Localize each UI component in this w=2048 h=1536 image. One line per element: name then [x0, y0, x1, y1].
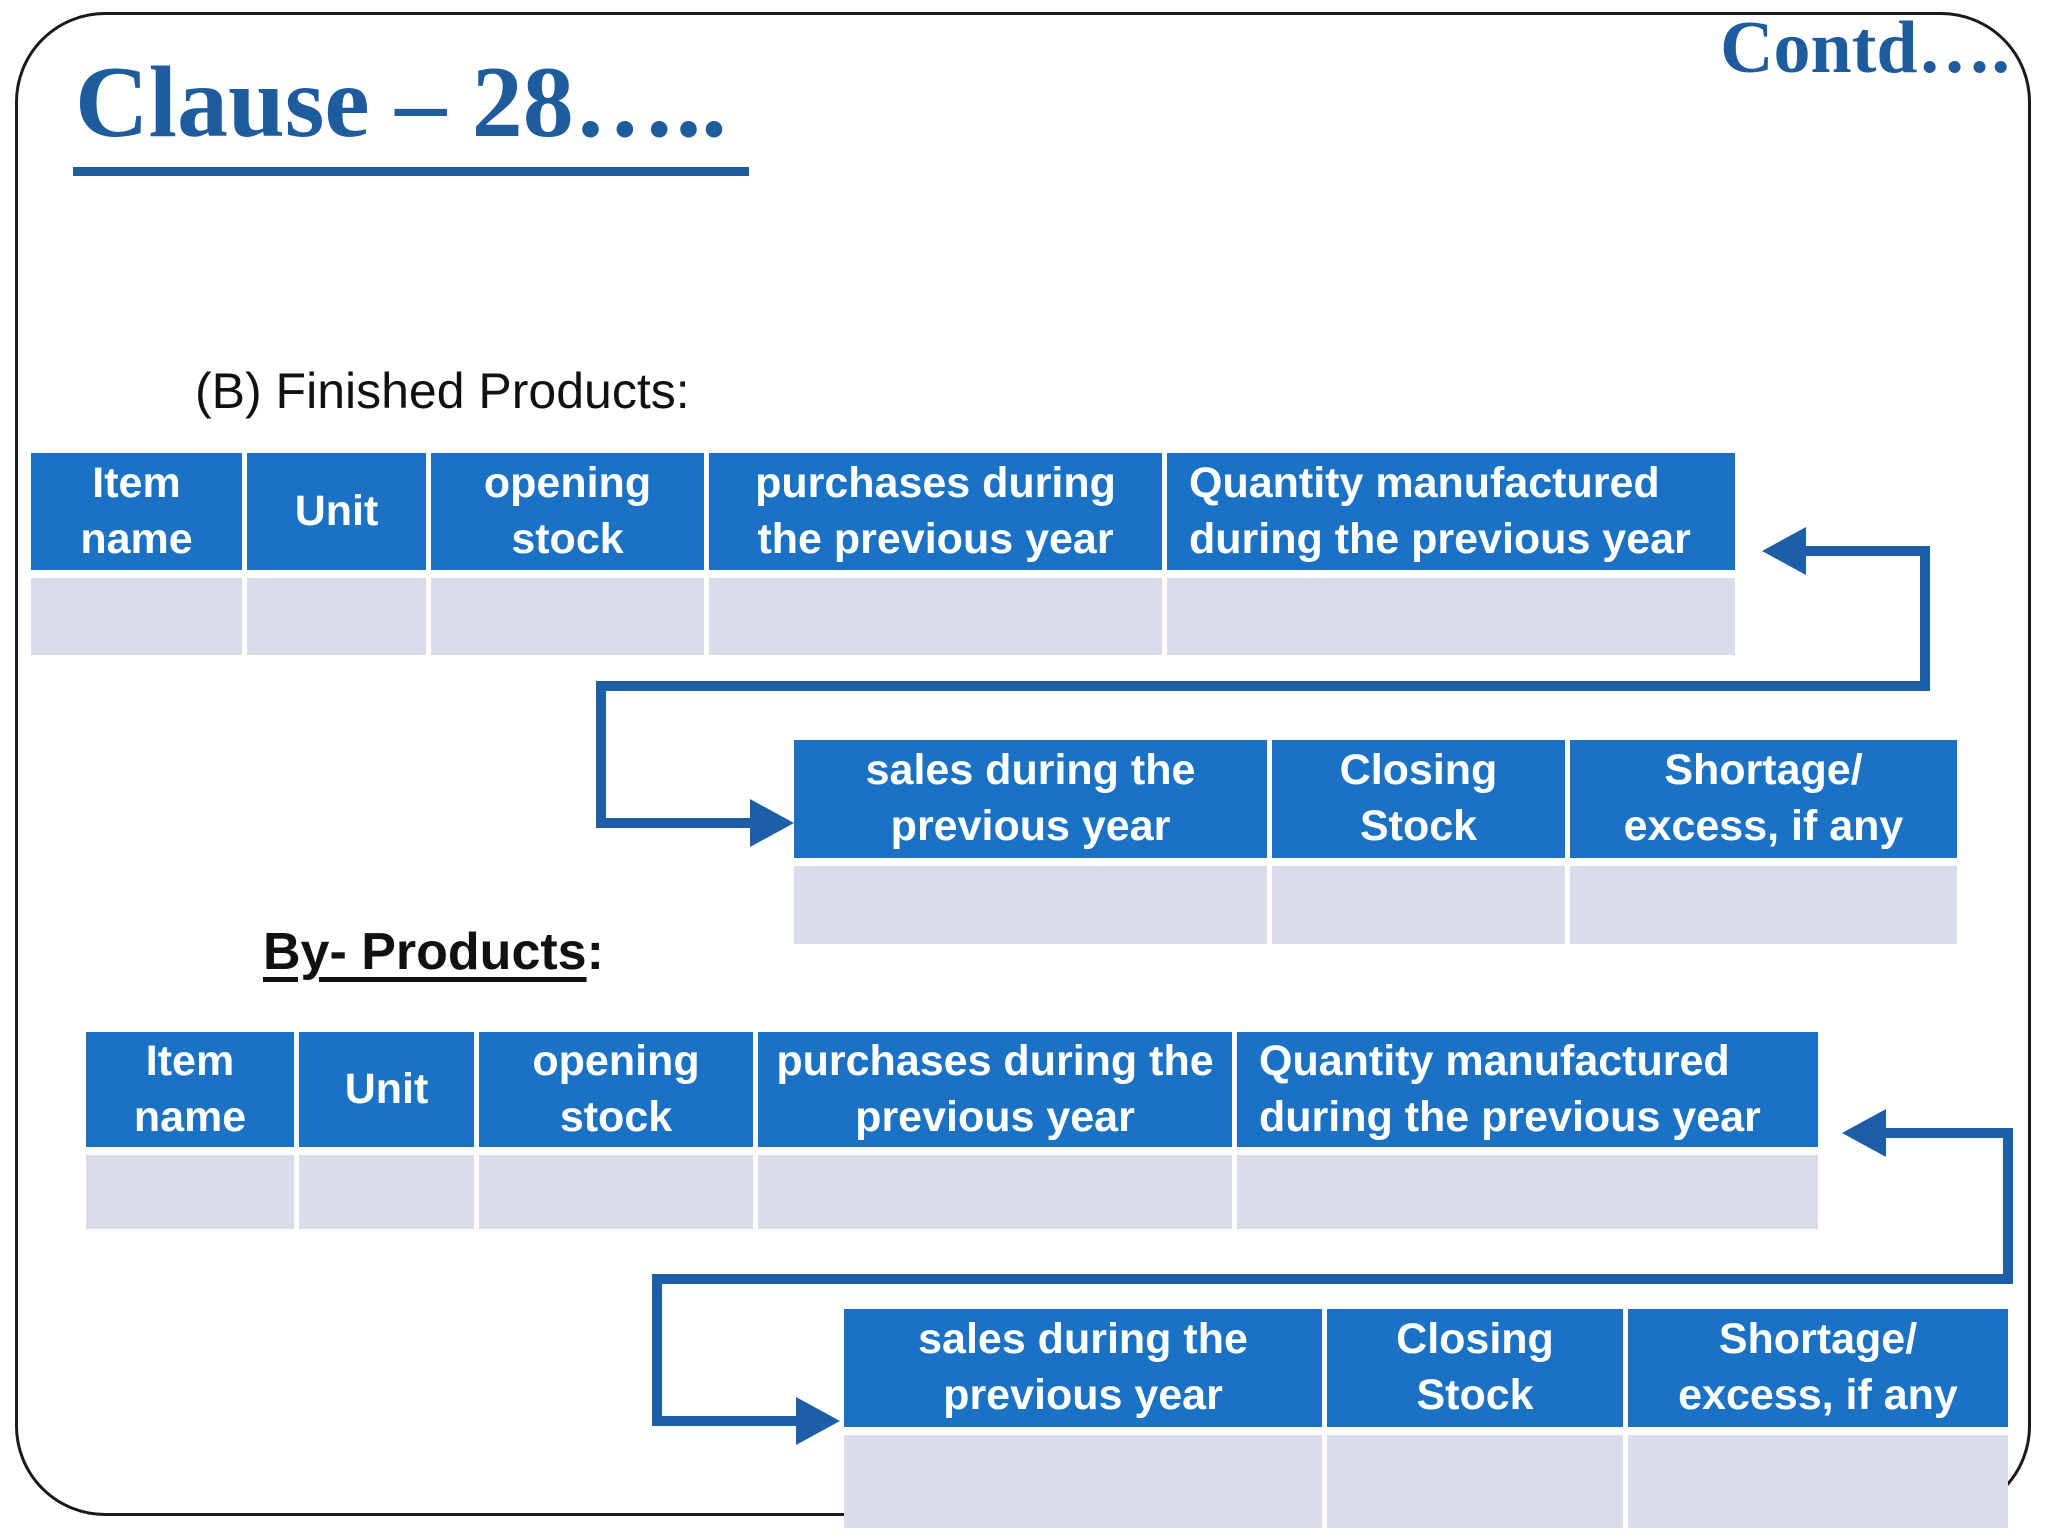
byproducts-label-colon: : — [586, 923, 604, 981]
byproducts-main-table: Item name Unit opening stock purchases d… — [86, 1032, 1818, 1229]
empty-data-cell — [86, 1155, 294, 1229]
column-header-sales: sales during the previous year — [844, 1309, 1322, 1427]
empty-data-cell — [247, 578, 426, 655]
byproducts-secondary-table: sales during the previous year Closing S… — [844, 1309, 2008, 1528]
empty-data-cell — [709, 578, 1162, 655]
page-title: Clause – 28….. — [73, 44, 749, 177]
column-header-unit: Unit — [299, 1032, 474, 1147]
empty-data-cell — [431, 578, 704, 655]
byproducts-section-label: By- Products: — [263, 922, 604, 982]
contd-label: Contd…. — [1720, 7, 2010, 89]
empty-data-cell — [844, 1435, 1322, 1528]
column-header-closing-stock: Closing Stock — [1327, 1309, 1623, 1427]
column-header-shortage-excess: Shortage/ excess, if any — [1570, 740, 1957, 858]
column-header-closing-stock: Closing Stock — [1272, 740, 1565, 858]
empty-data-cell — [1327, 1435, 1623, 1528]
column-header-opening-stock: opening stock — [431, 453, 704, 570]
column-header-purchases: purchases during the previous year — [758, 1032, 1232, 1147]
empty-data-cell — [31, 578, 242, 655]
empty-data-cell — [1628, 1435, 2008, 1528]
empty-data-cell — [1272, 866, 1565, 944]
column-header-quantity-manufactured: Quantity manufactured during the previou… — [1167, 453, 1735, 570]
empty-data-cell — [479, 1155, 753, 1229]
column-header-shortage-excess: Shortage/ excess, if any — [1628, 1309, 2008, 1427]
column-header-opening-stock: opening stock — [479, 1032, 753, 1147]
finished-products-main-table: Item name Unit opening stock purchases d… — [31, 453, 1735, 655]
empty-data-cell — [794, 866, 1267, 944]
empty-data-cell — [1570, 866, 1957, 944]
empty-data-cell — [1237, 1155, 1818, 1229]
column-header-item-name: Item name — [31, 453, 242, 570]
column-header-quantity-manufactured: Quantity manufactured during the previou… — [1237, 1032, 1818, 1147]
column-header-unit: Unit — [247, 453, 426, 570]
column-header-purchases: purchases during the previous year — [709, 453, 1162, 570]
byproducts-label-text: By- Products — [263, 923, 587, 981]
empty-data-cell — [299, 1155, 474, 1229]
column-header-sales: sales during the previous year — [794, 740, 1267, 858]
finished-products-section-label: (B) Finished Products: — [195, 363, 690, 419]
finished-products-secondary-table: sales during the previous year Closing S… — [794, 740, 1957, 944]
empty-data-cell — [1167, 578, 1735, 655]
column-header-item-name: Item name — [86, 1032, 294, 1147]
empty-data-cell — [758, 1155, 1232, 1229]
